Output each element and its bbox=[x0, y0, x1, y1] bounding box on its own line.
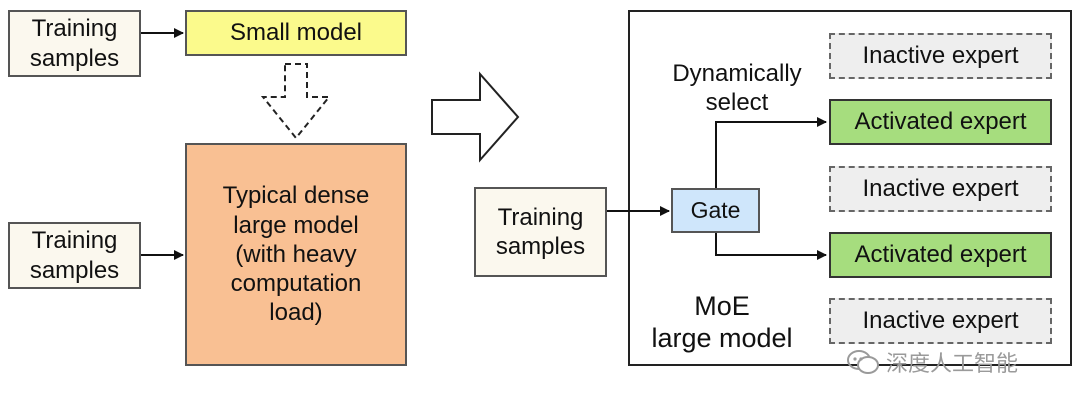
expert-box-4: Activated expert bbox=[829, 232, 1052, 278]
dynamically-select-label: Dynamically select bbox=[672, 60, 802, 116]
small-model-box: Small model bbox=[185, 10, 407, 56]
watermark-text: 深度人工智能 bbox=[886, 352, 1019, 377]
chat-bubble-icon bbox=[847, 350, 879, 374]
moe-large-model-label: MoE large model bbox=[651, 291, 793, 354]
transition-arrow bbox=[431, 71, 520, 163]
gate-box: Gate bbox=[671, 188, 760, 233]
expert-box-5: Inactive expert bbox=[829, 298, 1052, 344]
dashed-down-arrow bbox=[260, 63, 332, 140]
expert-box-2: Activated expert bbox=[829, 99, 1052, 145]
bottom-training-samples-box: Training samples bbox=[8, 222, 141, 289]
watermark: 深度人工智能 bbox=[846, 346, 1018, 378]
arrow-gate-to-activated-expert-2 bbox=[715, 233, 827, 260]
dense-model-box: Typical dense large model (with heavy co… bbox=[185, 143, 407, 366]
top-training-samples-box: Training samples bbox=[8, 10, 141, 77]
arrow-gate-to-activated-expert-1 bbox=[715, 117, 827, 188]
expert-box-3: Inactive expert bbox=[829, 166, 1052, 212]
right-training-samples-box: Training samples bbox=[474, 187, 607, 277]
expert-box-1: Inactive expert bbox=[829, 33, 1052, 79]
